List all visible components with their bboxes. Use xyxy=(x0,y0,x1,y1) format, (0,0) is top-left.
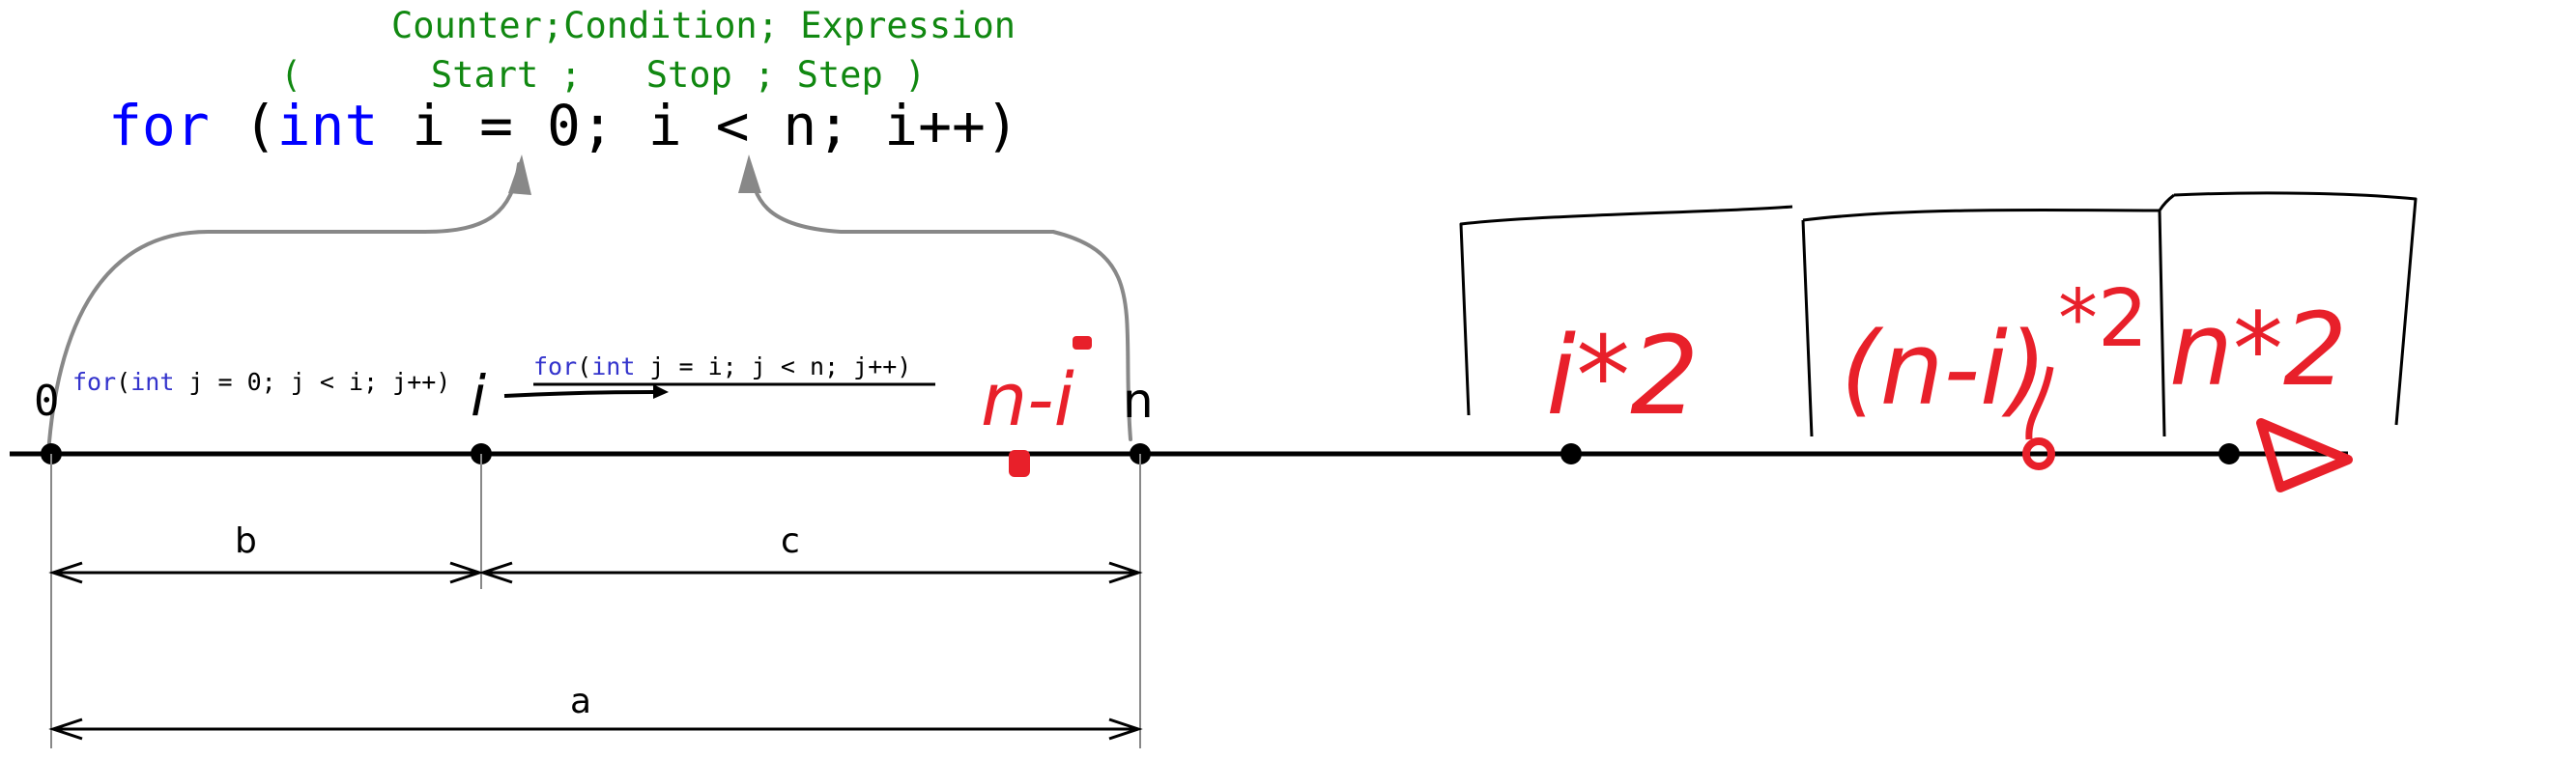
dimension-lines xyxy=(48,561,1143,741)
inner-loop-2-paren: ( xyxy=(577,352,591,380)
dimension-a-label: a xyxy=(570,682,591,721)
arrow-from-n-to-stop xyxy=(748,162,1132,441)
inner-loop-1-int-keyword: int xyxy=(130,368,174,396)
dimension-b-arrow-left xyxy=(48,561,83,584)
inner-loop-2-rest: j = i; j < n; j++) xyxy=(635,352,911,380)
handwritten-i-times-2: i*2 xyxy=(1546,314,1699,439)
label-zero: 0 xyxy=(34,377,60,426)
i-to-right-arrow-head xyxy=(653,384,669,399)
dimension-extension-lines xyxy=(50,454,1141,748)
inner-loop-2-for-keyword: for xyxy=(533,352,577,380)
handwritten-n-minus-i: n-i xyxy=(981,356,1074,442)
arrow-head-stop xyxy=(738,155,761,193)
dimension-c-arrow-right xyxy=(1108,561,1143,584)
handwritten-red-arrow-head xyxy=(2256,418,2353,492)
header-line-1: Counter;Condition; Expression xyxy=(391,5,1016,46)
hand-drawn-boxes xyxy=(1459,191,2418,437)
dimension-b-label: b xyxy=(235,521,257,561)
dimension-c-label: c xyxy=(781,521,800,561)
for-keyword: for xyxy=(108,93,210,158)
point-n-times-2 xyxy=(2218,443,2240,464)
open-paren: ( xyxy=(243,93,277,158)
main-for-loop: for (int i = 0; i < n; i++) xyxy=(108,93,1019,158)
handwritten-power-2: *2 xyxy=(2058,273,2148,365)
inner-loop-1-for-keyword: for xyxy=(72,368,116,396)
handwritten-n-times-2: n*2 xyxy=(2169,291,2347,408)
label-n: n xyxy=(1123,373,1154,429)
dimension-a-arrow-left xyxy=(48,717,83,741)
handwritten-stem-to-dot xyxy=(2025,366,2054,440)
inner-loop-2-int-keyword: int xyxy=(591,352,635,380)
inner-loop-1-rest: j = 0; j < i; j++) xyxy=(174,368,450,396)
arrow-from-zero-to-start xyxy=(46,162,521,456)
red-dot-under-paren xyxy=(2022,437,2055,470)
arrow-head-start xyxy=(508,155,531,195)
handwritten-n-minus-i-paren: (n-i) xyxy=(1841,310,2046,428)
dimension-a-arrow-right xyxy=(1108,717,1143,741)
point-i-times-2 xyxy=(1560,443,1582,464)
dimension-c-arrow-left xyxy=(478,561,513,584)
header-line-2: ( Start ; Stop ; Step ) xyxy=(280,54,926,96)
label-i: i xyxy=(471,363,486,429)
loop-header-rest: i = 0; i < n; i++) xyxy=(378,93,1018,158)
gray-arrows xyxy=(46,162,1132,456)
inner-loop-2: for(int j = i; j < n; j++) xyxy=(533,352,911,380)
red-dot-near-n-minus-i xyxy=(1009,450,1030,477)
red-dot-over-i xyxy=(1073,336,1092,350)
inner-loop-1: for(int j = 0; j < i; j++) xyxy=(72,368,450,396)
i-to-right-arrow xyxy=(503,390,654,398)
int-keyword: int xyxy=(277,93,379,158)
inner-loop-1-paren: ( xyxy=(116,368,130,396)
